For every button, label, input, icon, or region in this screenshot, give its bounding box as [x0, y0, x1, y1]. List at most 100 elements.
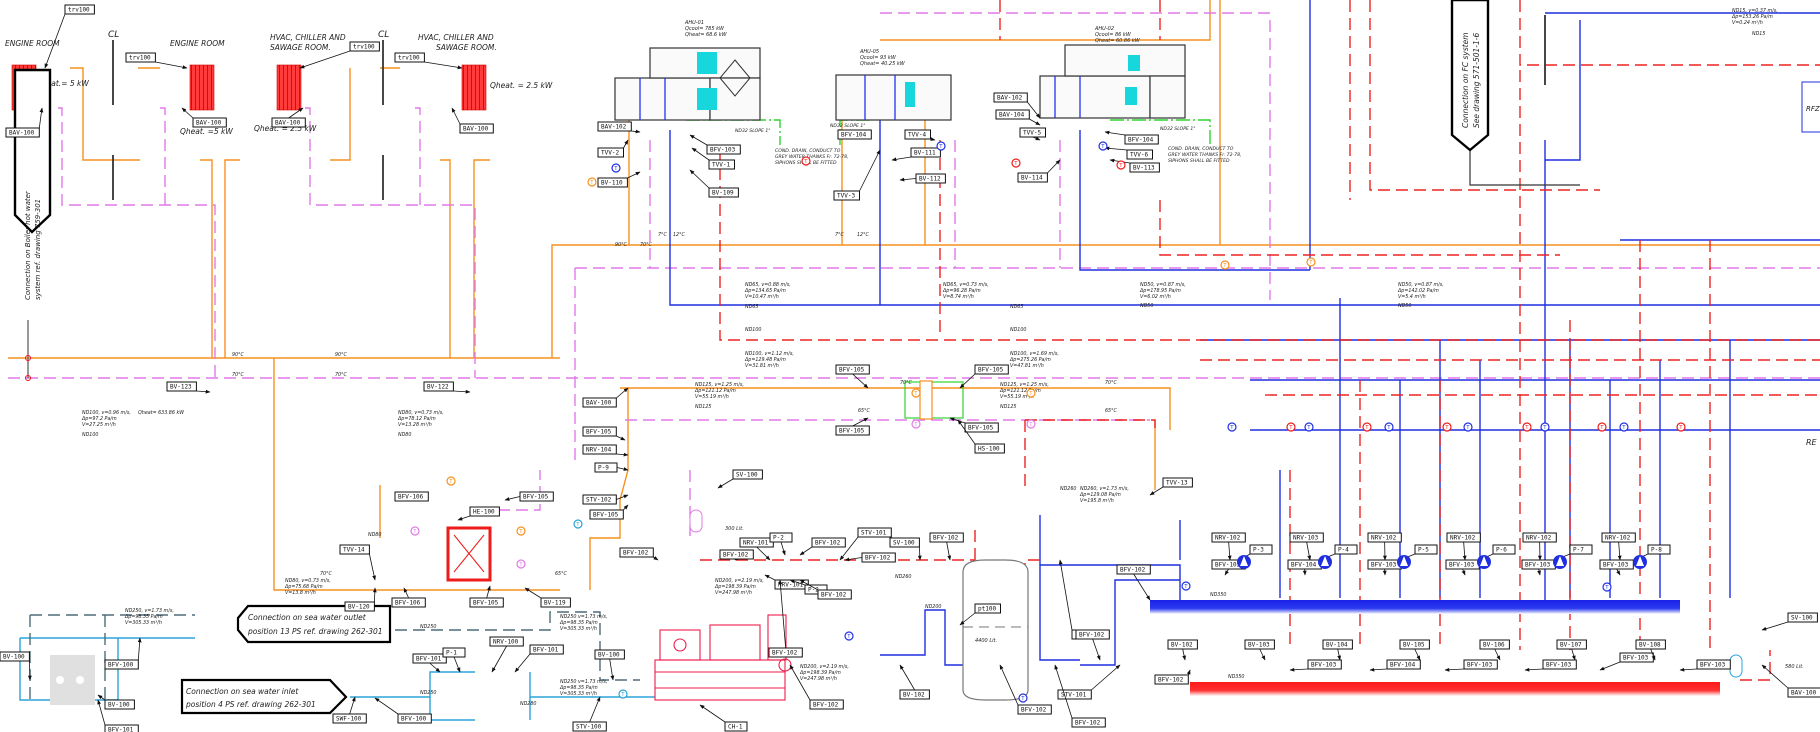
tag-label: TVV-3	[837, 193, 855, 200]
tag-label: BAV-100	[9, 130, 35, 137]
tag-box	[192, 117, 227, 128]
equipment-tag-bv-107: BV-107	[1556, 639, 1587, 661]
equipment-tag-bv-111: BV-111	[891, 147, 941, 162]
pipe-label-ahu-hot3-3: V=6.02 m³/h	[1140, 294, 1171, 300]
tag-box	[1696, 659, 1731, 670]
svg-text:Connection on sea water inlet: Connection on sea water inlet	[186, 687, 299, 696]
pump-icon	[1553, 555, 1567, 569]
pipe-label-chw1-3: V=31.81 m³/h	[745, 363, 779, 369]
equipment-tag-bfv-105: BFV-105	[835, 417, 870, 436]
temp-90-c: 90°C	[615, 242, 628, 248]
svg-text:T: T	[913, 422, 918, 428]
tag-label: BFV-103	[1525, 562, 1551, 569]
tag-label: BFV-102	[1075, 720, 1101, 727]
thermometer-icon: T	[1026, 419, 1036, 429]
equipment-tag-pt100: pt100	[959, 603, 1001, 626]
tag-label: BV-112	[919, 176, 941, 183]
pipe-label-ahu-hot2-2: Δp=96.28 Pa/m	[942, 288, 981, 294]
equipment-tag-bfv-101: BFV-101	[97, 699, 139, 732]
tag-box	[597, 147, 624, 158]
tag-label: BFV-103	[1623, 655, 1649, 662]
tag-label: BFV-102	[1079, 632, 1105, 639]
thermometer-icon: T	[911, 388, 921, 398]
tag-label: BV-107	[1560, 642, 1582, 649]
svg-text:T: T	[938, 144, 943, 150]
equipment-tag-bfv-105: BFV-105	[835, 364, 870, 389]
tag-label: BV-102	[1171, 642, 1193, 649]
temp-90-b: 90°C	[335, 352, 348, 358]
tag-label: P-5	[1418, 547, 1429, 554]
pump-icon	[1237, 555, 1251, 569]
connection-sea-inlet-callout: Connection on sea water inlet position 4…	[180, 678, 348, 715]
leader-line	[1104, 130, 1126, 136]
svg-text:AHU-01: AHU-01	[684, 20, 704, 26]
pump-icon	[1397, 555, 1411, 569]
tag-box	[706, 144, 741, 155]
tag-box	[271, 117, 306, 128]
leader-line	[616, 452, 629, 457]
tag-label: NRV-101	[743, 540, 769, 547]
equipment-tag-bv-108: BV-108	[1635, 639, 1666, 661]
tag-box	[1289, 532, 1324, 543]
leader-line	[97, 694, 106, 701]
tag-box	[861, 552, 896, 563]
pipe-label-hs-in-3: V=55.19 m³/h	[695, 394, 729, 400]
equipment-tag-trv100: trv100	[44, 4, 95, 69]
pipe-label-nd250-b: ND250	[420, 690, 436, 696]
pipe-label-nd280: ND280	[520, 701, 536, 707]
tag-box	[837, 129, 872, 140]
thermometer-icon: T	[1522, 422, 1532, 432]
tag-box	[1124, 134, 1159, 145]
equipment-tag-bfv-102: BFV-102	[768, 579, 803, 658]
equipment-tag-sv-100: SV-100	[889, 537, 922, 561]
tag-label: BFV-103	[1371, 562, 1397, 569]
tag-label: BFV-102	[1120, 567, 1146, 574]
tag-box	[724, 721, 748, 732]
expansion-vessel-hot: 300 Lit.	[689, 509, 744, 533]
svg-text:position 13 PS ref. drawing 26: position 13 PS ref. drawing 262-301	[247, 627, 383, 636]
tag-box	[974, 443, 1005, 454]
chilled-water-return-header	[1190, 682, 1720, 696]
leader-line	[1026, 101, 1041, 119]
tag-box	[719, 549, 754, 560]
tag-label: HE-100	[473, 509, 495, 516]
leader-line	[486, 585, 491, 599]
tag-label: P-1	[446, 650, 457, 657]
tag-box	[915, 173, 946, 184]
slope-label-2: ND32 SLOPE 1°	[830, 123, 866, 129]
leader-line	[891, 156, 912, 162]
equipment-tag-nrv-102: NRV-102	[1601, 532, 1636, 561]
leader-line	[299, 50, 351, 69]
expansion-vessel-chw: 580 Lit.	[1729, 654, 1804, 678]
equipment-tag-tvv-6: TVV-6	[1104, 146, 1153, 160]
equipment-tag-bfv-104: BFV-104	[1287, 559, 1322, 576]
tag-label: BAV-100	[586, 400, 612, 407]
tag-label: SV-100	[1791, 615, 1813, 622]
connection-boiler-callout: Connection on Boiler hot water system re…	[13, 68, 52, 300]
equipment-tag-bv-119: BV-119	[524, 587, 571, 608]
pipe-label-sec-hot-2: Δp=78.12 Pa/m	[397, 416, 436, 422]
tag-label: pt100	[978, 606, 996, 613]
equipment-tag-bv-114: BV-114	[1017, 159, 1061, 183]
tag-box	[1057, 689, 1092, 700]
cond-drain-note-2a: COND. DRAIN, CONDUCT TO	[1168, 146, 1234, 152]
pipe-label-nd200: ND200	[925, 604, 941, 610]
leader-line	[349, 696, 356, 715]
pipe-label-chw-in-2: Δp=198.39 Pa/m	[799, 670, 841, 676]
svg-text:T: T	[1678, 425, 1683, 431]
tag-box	[1556, 639, 1587, 650]
tag-box	[5, 127, 40, 138]
tag-box	[1446, 532, 1481, 543]
pipe-label-nd125-a: ND125	[695, 404, 711, 410]
leader-line	[1306, 541, 1312, 561]
tag-box	[1116, 564, 1151, 575]
svg-text:T: T	[1028, 391, 1033, 397]
equipment-tag-bfv-101: BFV-101	[514, 644, 564, 673]
tag-box	[540, 597, 571, 608]
tag-label: STV-100	[576, 724, 602, 731]
equipment-tag-bfv-106: BFV-106	[394, 491, 429, 502]
tag-label: STV-101	[861, 530, 887, 537]
leader-line	[1679, 667, 1698, 672]
pipe-label-nd65-b: ND65	[1010, 304, 1023, 310]
tag-label: BAV-100	[463, 126, 489, 133]
